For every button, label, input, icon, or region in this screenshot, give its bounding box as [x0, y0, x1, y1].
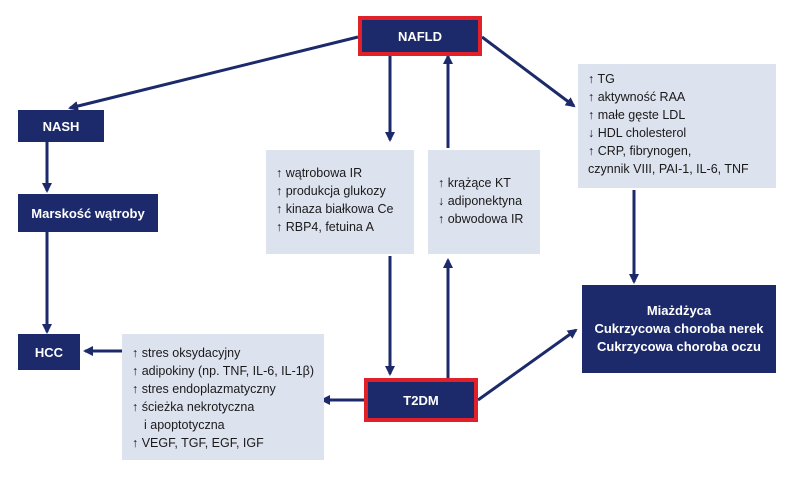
box-circulating: ↑ krążące KT ↓ adiponektyna ↑ obwodowa I…: [428, 150, 540, 254]
node-marskosc-label: Marskość wątroby: [31, 205, 145, 221]
box-liver-ir: ↑ wątrobowa IR ↑ produkcja glukozy ↑ kin…: [266, 150, 414, 254]
box-line: ↓ HDL cholesterol: [588, 126, 687, 140]
node-miazdzyca-line: Cukrzycowa choroba nerek: [594, 321, 764, 336]
node-miazdzyca-line: Cukrzycowa choroba oczu: [597, 339, 761, 354]
box-line: ↑ TG: [588, 72, 615, 86]
box-line: ↑ adipokiny (np. TNF, IL-6, IL-1β): [132, 364, 315, 378]
box-line: ↑ wątrobowa IR: [276, 166, 363, 180]
box-line: ↑ VEGF, TGF, EGF, IGF: [132, 436, 264, 450]
box-line: ↓ adiponektyna: [438, 194, 523, 208]
node-marskosc-watroby: Marskość wątroby: [18, 194, 158, 232]
box-line: ↑ produkcja glukozy: [276, 184, 386, 198]
box-line: czynnik VIII, PAI-1, IL-6, TNF: [588, 162, 749, 176]
arrow-nafld-to-nash: [68, 35, 359, 111]
box-line: ↑ kinaza białkowa Ce: [276, 202, 394, 216]
arrow-nafld-to-lipids: [481, 35, 576, 108]
box-line: ↑ CRP, fibrynogen,: [588, 144, 692, 158]
node-t2dm-label: T2DM: [403, 392, 439, 408]
box-line: ↑ stres oksydacyjny: [132, 346, 241, 360]
box-line: ↑ RBP4, fetuina A: [276, 220, 374, 234]
box-line: ↑ stres endoplazmatyczny: [132, 382, 276, 396]
node-nash-label: NASH: [42, 118, 80, 134]
node-hcc: HCC: [18, 334, 80, 370]
node-hcc-label: HCC: [34, 344, 64, 360]
box-line: ↑ małe gęste LDL: [588, 108, 686, 122]
arrow-t2dm-to-miazdzyca: [477, 328, 578, 402]
node-nash: NASH: [18, 110, 104, 142]
box-line: ↑ krążące KT: [438, 176, 511, 190]
box-lipids-inflammation: ↑ TG ↑ aktywność RAA ↑ małe gęste LDL ↓ …: [578, 64, 776, 188]
node-nafld-label: NAFLD: [397, 28, 443, 44]
node-t2dm: T2DM: [364, 378, 478, 422]
node-miazdzyca-line: Miażdżyca: [646, 303, 712, 318]
box-stress: ↑ stres oksydacyjny ↑ adipokiny (np. TNF…: [122, 334, 324, 460]
node-miazdzyca: Miażdżyca Cukrzycowa choroba nerek Cukrz…: [582, 285, 776, 373]
box-line: ↑ ścieżka nekrotyczna: [132, 400, 255, 414]
node-nafld: NAFLD: [358, 16, 482, 56]
box-line: ↑ obwodowa IR: [438, 212, 524, 226]
box-line: i apoptotyczna: [144, 418, 225, 432]
box-line: ↑ aktywność RAA: [588, 90, 686, 104]
